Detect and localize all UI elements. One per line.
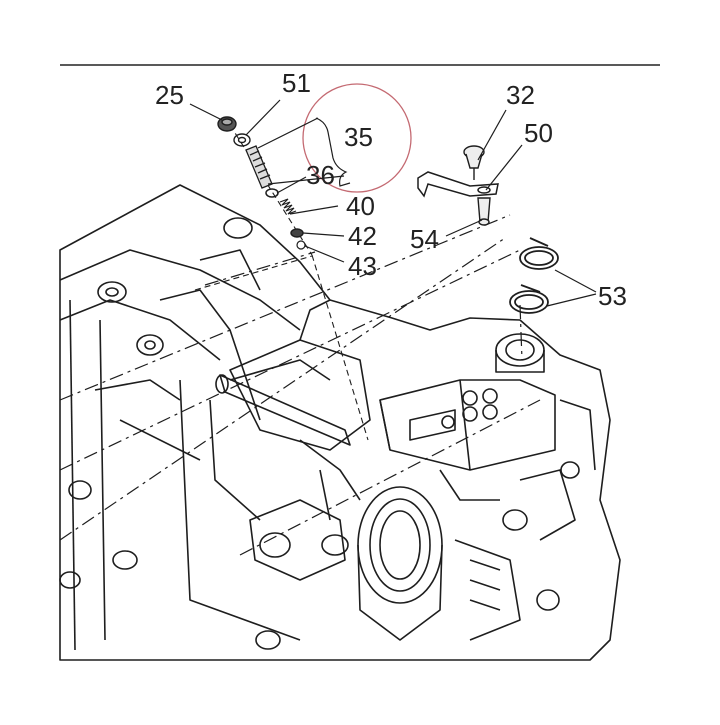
label-53: 53	[598, 281, 627, 311]
highlight-circle	[302, 83, 412, 193]
label-42: 42	[348, 221, 377, 251]
label-40: 40	[346, 191, 375, 221]
part-53-seal-rings	[509, 237, 559, 314]
assembly-centerlines	[59, 214, 541, 556]
label-32: 32	[506, 80, 535, 110]
label-50: 50	[524, 118, 553, 148]
label-43: 43	[348, 251, 377, 281]
part-labels: 25 51 35 36 40 42 43 32 50 54 53	[155, 68, 627, 311]
label-36: 36	[306, 160, 335, 190]
label-25: 25	[155, 80, 184, 110]
label-51: 51	[282, 68, 311, 98]
part-51-washer	[233, 133, 251, 147]
spring-axis-lines	[194, 124, 369, 441]
part-40-spring	[279, 198, 297, 215]
crankcase-housing	[59, 184, 621, 661]
part-43-ball	[296, 240, 306, 250]
label-35: 35	[344, 122, 373, 152]
label-54: 54	[410, 224, 439, 254]
part-50-bracket	[417, 171, 499, 198]
part-32-screw	[463, 145, 485, 180]
part-36-oring	[265, 188, 279, 198]
leader-lines	[189, 99, 597, 307]
part-25-cap	[217, 116, 237, 132]
part-35-plunger	[245, 145, 273, 189]
part-42-washer	[290, 228, 304, 238]
